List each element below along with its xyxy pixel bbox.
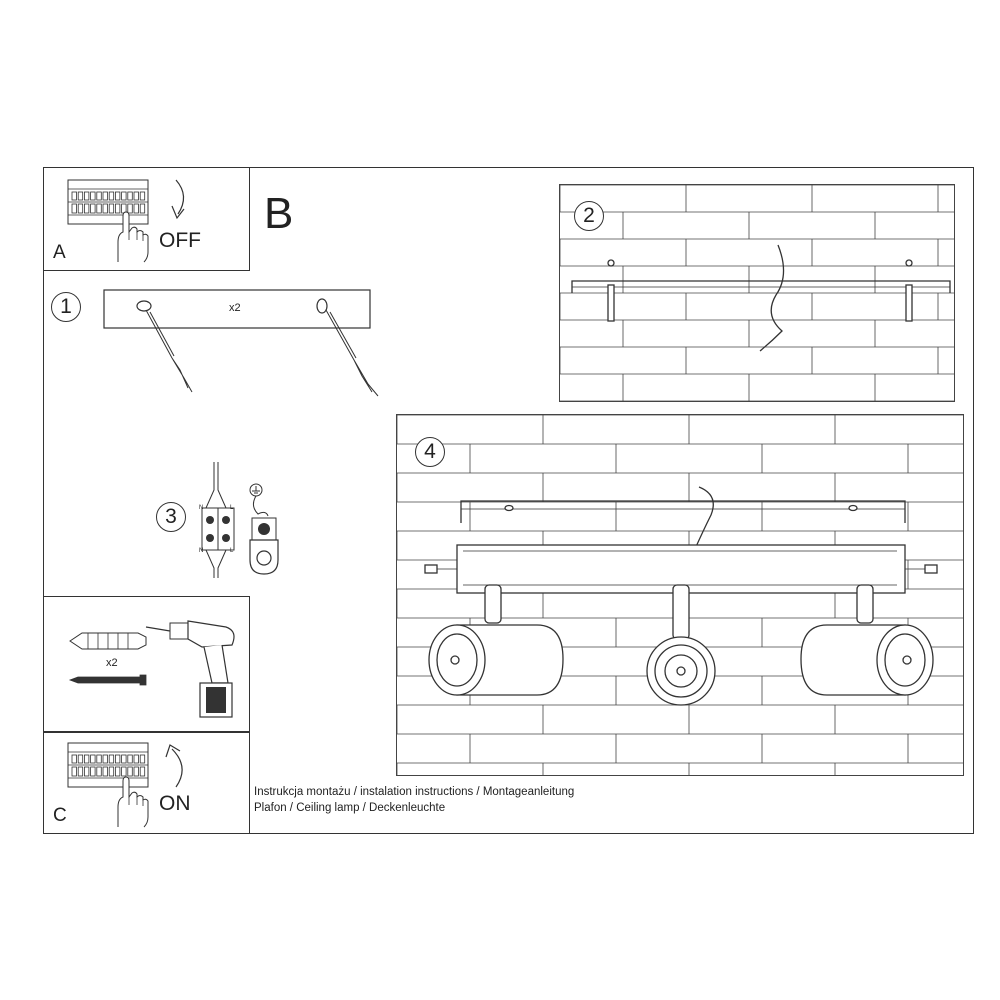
- mounting-bar-illustration: [103, 289, 379, 397]
- fuse-box-icon: [67, 742, 149, 788]
- caption-line-2: Plafon / Ceiling lamp / Deckenleuchte: [254, 802, 446, 814]
- switch-off-label: OFF: [159, 229, 201, 252]
- terminal-label-n-top: N: [199, 505, 204, 511]
- instruction-sheet-frame: [43, 167, 974, 834]
- spotlight-center: [646, 584, 716, 706]
- brick-wall-4: [397, 415, 963, 775]
- spotlight-left: [428, 584, 564, 696]
- panel-c-switch-on: ON C: [43, 732, 250, 834]
- drill-icon: [145, 620, 235, 718]
- panel-a-letter: A: [53, 242, 66, 263]
- terminal-label-l-top: L: [230, 505, 234, 511]
- panel-drill: x2: [43, 596, 250, 732]
- step-1-number: 1: [51, 292, 81, 322]
- terminal-label-n-bottom: N: [199, 548, 204, 554]
- arrow-down-icon: [171, 179, 185, 220]
- panel-a-switch-off: OFF A: [43, 167, 250, 271]
- spotlight-right: [800, 584, 934, 696]
- panel-b-letter: B: [264, 189, 294, 238]
- step-3-number: 3: [156, 502, 186, 532]
- wall-plug-icon: [69, 632, 147, 650]
- hand-icon: [117, 776, 149, 828]
- terminal-block-icon: [201, 462, 235, 578]
- switch-on-label: ON: [159, 792, 191, 815]
- screw-icon: [68, 674, 147, 686]
- ground-terminal-icon: [249, 483, 279, 575]
- step-2-number: 2: [574, 201, 604, 231]
- step-4-wall: 4: [396, 414, 964, 776]
- fuse-box-icon: [67, 179, 149, 225]
- panel-c-letter: C: [53, 805, 67, 826]
- step-2-wall: 2: [559, 184, 955, 402]
- terminal-label-l-bottom: L: [230, 548, 234, 554]
- brick-wall-2: [560, 185, 954, 401]
- caption-line-1: Instrukcja montażu / instalation instruc…: [254, 786, 575, 798]
- arrow-up-icon: [165, 744, 183, 788]
- hand-icon: [117, 211, 149, 263]
- step-1-quantity: x2: [229, 302, 241, 314]
- drill-quantity: x2: [106, 657, 118, 669]
- step-4-number: 4: [415, 437, 445, 467]
